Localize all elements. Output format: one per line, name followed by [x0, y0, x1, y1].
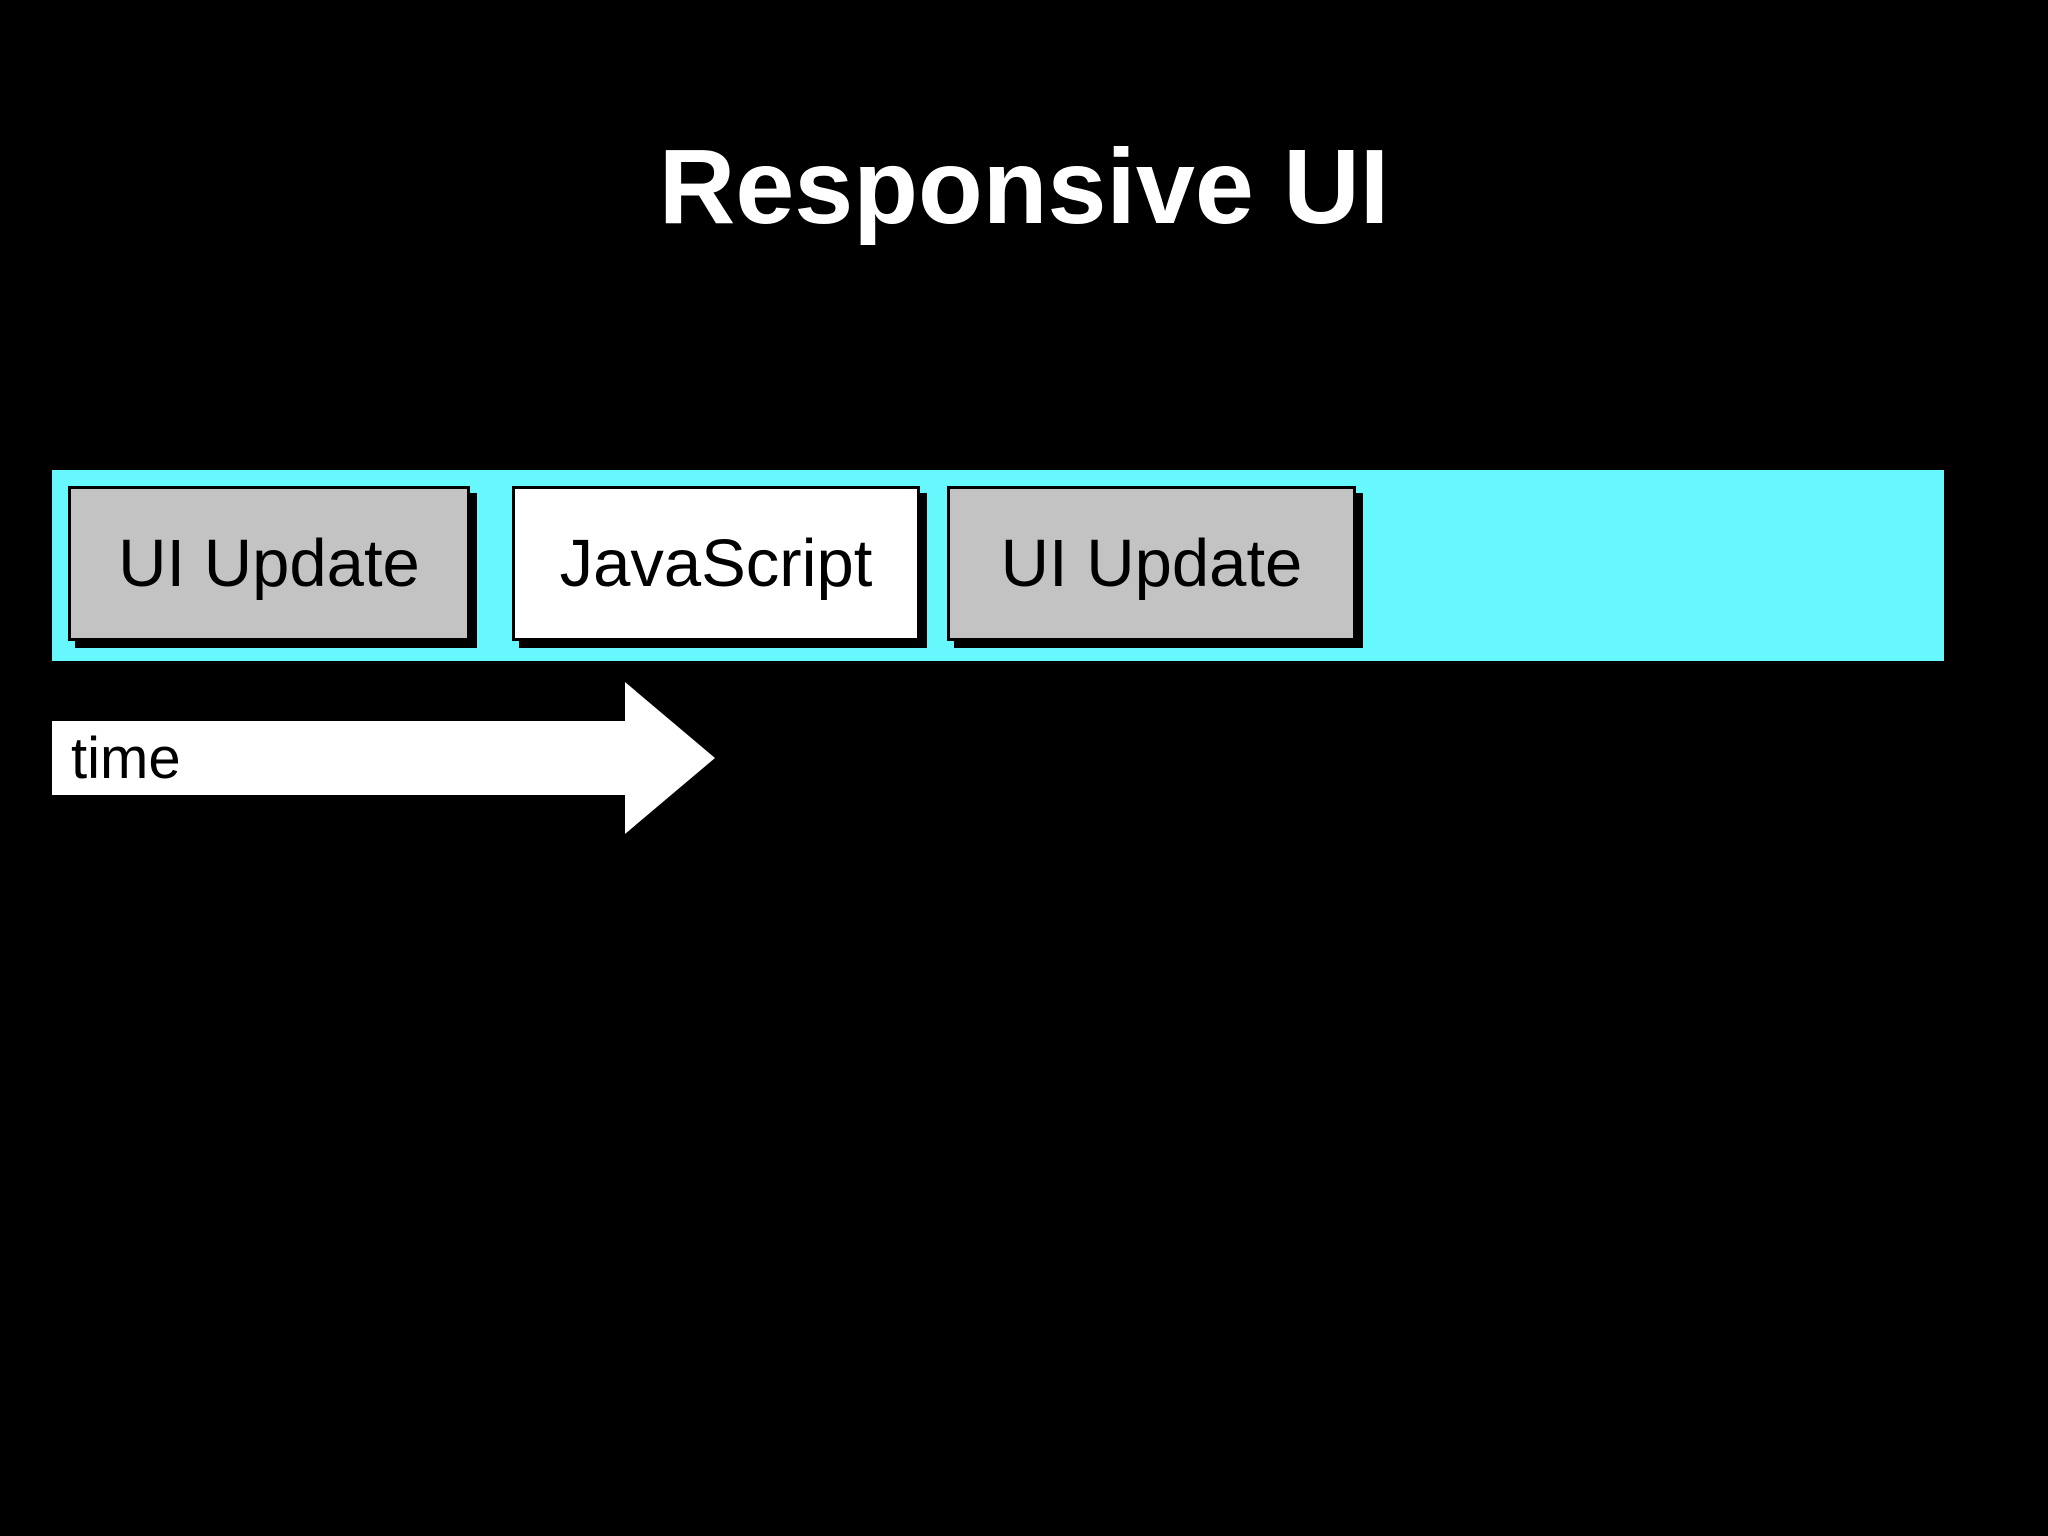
- timeline-block-label: UI Update: [118, 526, 420, 601]
- time-arrow-shape: [52, 682, 715, 834]
- timeline-block-javascript: JavaScript: [512, 486, 920, 641]
- timeline-bar: UI Update JavaScript UI Update: [52, 470, 1944, 661]
- timeline-block-label: UI Update: [1000, 526, 1303, 601]
- timeline-block-label: JavaScript: [559, 526, 873, 601]
- time-arrow-label: time: [71, 725, 181, 791]
- timeline-block-ui-update-2: UI Update: [947, 486, 1356, 641]
- time-arrow: [52, 682, 715, 834]
- slide-title: Responsive UI: [658, 128, 1390, 246]
- timeline-block-ui-update-1: UI Update: [68, 486, 470, 641]
